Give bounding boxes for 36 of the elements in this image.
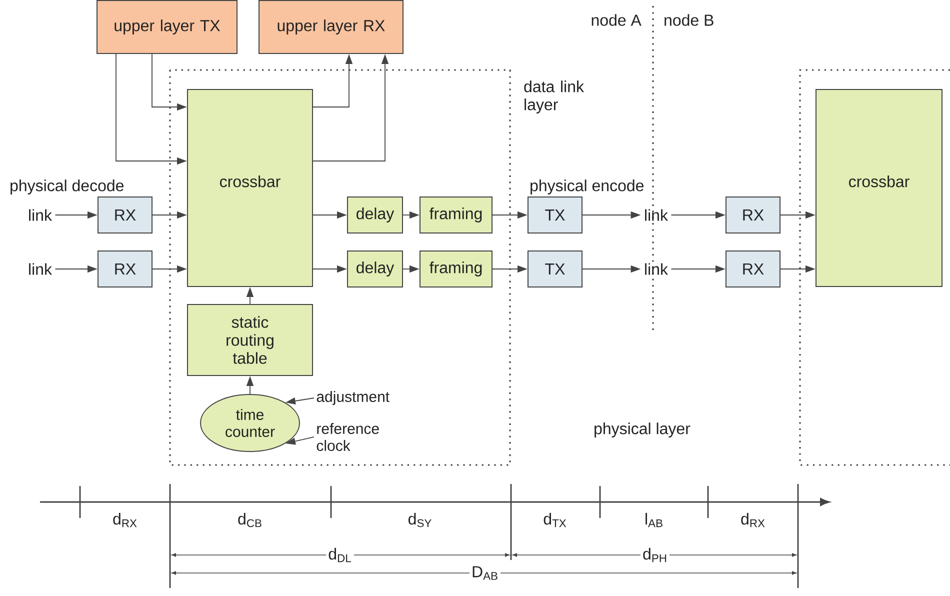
region-label: node A [592,14,642,26]
layer-label: data link layer [524,80,584,114]
transmitter-box: TX [528,250,582,288]
layer-box: upper layer RX [258,0,404,54]
segment-label: d$_{RX}$ [113,512,137,528]
segment-label: d$_{RX}$ [741,512,765,528]
input-label: adjustment [316,391,390,405]
group-label: physical encode [530,180,644,194]
segment-label: d$_{SY}$ [408,512,432,528]
region-label: node B [664,14,714,26]
link-label: link [29,263,52,275]
transmitter-box: TX [528,196,582,234]
segment-label: d$_{TX}$ [544,512,566,528]
receiver-box: RX [98,250,152,288]
receiver-box: RX [726,196,780,234]
framing-box: framing [420,250,492,288]
link-label: link [645,209,668,221]
crossbar-box: crossbar [187,89,313,287]
group-label: physical decode [10,180,124,194]
receiver-box: RX [726,250,780,288]
delay-box: delay [347,250,403,288]
framing-box: framing [420,196,492,234]
layer-label: physical layer [594,422,690,438]
routing-table-box: static routing table [187,304,313,376]
crossbar-box: crossbar [816,89,942,287]
receiver-box: RX [98,196,152,234]
link-label: link [29,209,52,221]
dimension-label: d$_{PH}$ [640,546,670,564]
layer-box: upper layer TX [96,0,238,54]
dimension-label: d$_{DL}$ [326,546,354,564]
input-label: reference clock [316,423,379,451]
segment-label: d$_{CB}$ [238,512,262,528]
segment-label: l$_{AB}$ [646,512,662,528]
dimension-label: D$_{AB}$ [470,564,500,582]
link-label: link [645,263,668,275]
delay-box: delay [347,196,403,234]
